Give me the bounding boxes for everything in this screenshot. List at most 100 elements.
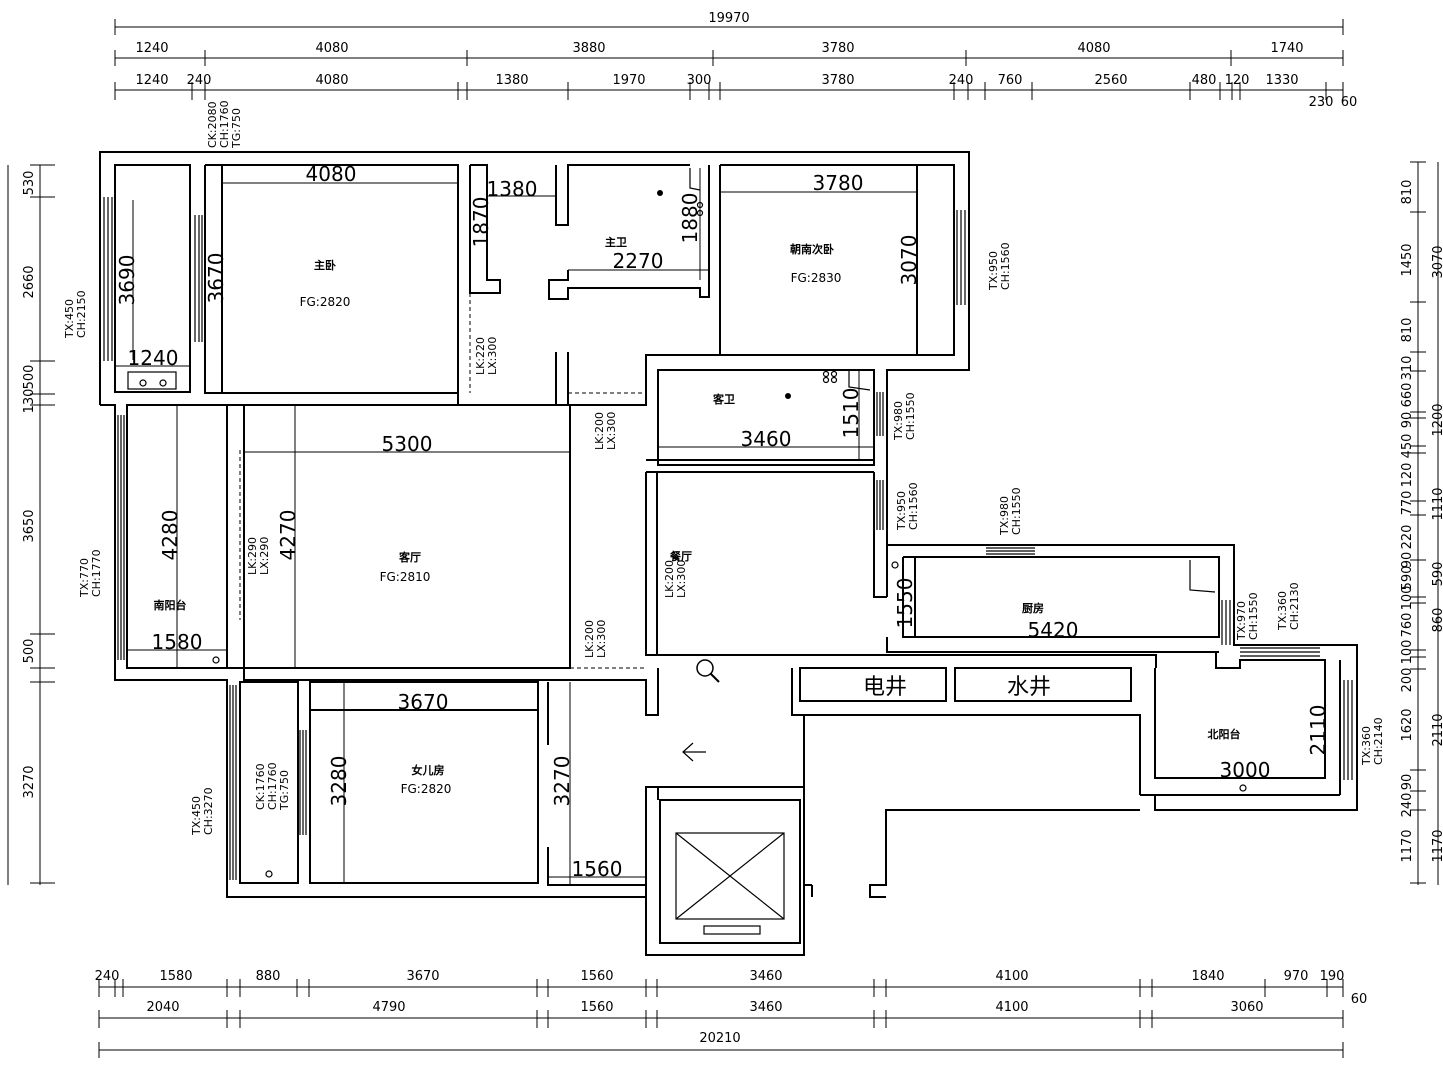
dim-bottom-r1: 1580 [159, 969, 192, 984]
room-kitchen: 厨房 [1022, 601, 1044, 615]
dim-top-r2: 120 [1225, 73, 1250, 88]
note-tx: TX:950 [987, 251, 1000, 291]
dim-top-r2: 480 [1192, 73, 1217, 88]
dim-bottom-r1: 880 [256, 969, 281, 984]
dim-top-r1: 4080 [315, 41, 348, 56]
dim-bottom-r1: 1840 [1191, 969, 1224, 984]
note-tx: TX:970 [1235, 601, 1248, 641]
dim-right: 660 [1400, 383, 1415, 408]
note-lx: LX:300 [595, 620, 608, 658]
walls [99, 151, 1358, 956]
note-lk: LK:200 [583, 620, 596, 658]
dim-right: 760 [1400, 613, 1415, 638]
dim-master-w: 4080 [306, 162, 357, 186]
fg-master-bedroom: FG:2820 [300, 295, 351, 309]
dim-bottom-total: 20210 [699, 1031, 740, 1046]
dim-right-outer: 1110 [1431, 487, 1443, 520]
dim-bath-w2: 2270 [613, 249, 664, 273]
interior-dimensions: 4080 3670 3690 1240 1380 1870 2270 1880 … [115, 162, 1330, 885]
dim-bath-w1: 1380 [487, 177, 538, 201]
dim-left: 130 [22, 389, 37, 414]
dim-left: 500 [22, 365, 37, 390]
dim-top-r1: 3880 [572, 41, 605, 56]
dim-top-r2: 4080 [315, 73, 348, 88]
dim-bay-w: 1240 [128, 346, 179, 370]
dim-bottom-r2: 4790 [372, 1000, 405, 1015]
dim-right: 810 [1400, 318, 1415, 343]
room-daughter: 女儿房 [412, 763, 445, 777]
room-north-balcony: 北阳台 [1208, 727, 1241, 741]
dim-right-outer: 860 [1431, 608, 1443, 633]
top-dimensions: 19970 1240 4080 3880 3780 4080 1740 [114, 11, 1357, 149]
note-lk: LK:200 [593, 412, 606, 450]
window-note: CH:1760 [218, 100, 231, 148]
dim-bottom-r1: 3670 [406, 969, 439, 984]
dim-master-h2: 3690 [115, 255, 139, 306]
dim-top-r2: 300 [687, 73, 712, 88]
note-tx: TX:950 [895, 491, 908, 531]
dim-bottom-r1: 190 [1320, 969, 1345, 984]
dim-bath-h1: 1870 [469, 197, 493, 248]
dim-daughter-h2: 3270 [550, 756, 574, 807]
dim-bottom-r2: 2040 [146, 1000, 179, 1015]
room-labels: 主卧 FG:2820 主卫 朝南次卧 FG:2830 客卫 客厅 FG:2810… [154, 235, 1241, 796]
dim-right-outer: 1200 [1431, 403, 1443, 436]
dim-top-r2: 1330 [1265, 73, 1298, 88]
note-ch: CH:1770 [90, 549, 103, 597]
note-lx: LX:300 [675, 560, 688, 598]
dim-top-r1: 1740 [1270, 41, 1303, 56]
windows [103, 197, 1353, 880]
search-icon[interactable] [696, 659, 720, 683]
dim-left: 500 [22, 639, 37, 664]
dim-top-r1: 4080 [1077, 41, 1110, 56]
note-ch: CH:1550 [1247, 592, 1260, 640]
note-tx: TX:770 [78, 558, 91, 598]
note-lx: LX:300 [486, 337, 499, 375]
dim-bottom-extra: 60 [1351, 992, 1368, 1007]
dim-left: 3650 [22, 509, 37, 542]
note-tx: TX:980 [892, 401, 905, 441]
dim-kitchen-w: 5420 [1028, 618, 1079, 642]
dim-guestbath-w: 3460 [741, 427, 792, 451]
dim-top-r2: 240 [949, 73, 974, 88]
room-living-room: 客厅 [398, 550, 421, 564]
note-tx: TX:360 [1360, 726, 1373, 766]
dim-bottom-r2: 1560 [580, 1000, 613, 1015]
dim-northbal-w: 3000 [1220, 758, 1271, 782]
dim-master-h1: 3670 [204, 253, 228, 304]
fg-living-room: FG:2810 [380, 570, 431, 584]
dim-top-r2: 240 [187, 73, 212, 88]
note-tx: TX:360 [1276, 591, 1289, 631]
note-ch: CH:1560 [907, 482, 920, 530]
note-ch: CH:2150 [75, 290, 88, 338]
note-ch: CH:1550 [904, 392, 917, 440]
note-tg: TG:750 [278, 770, 291, 811]
dim-right: 90 [1400, 552, 1415, 569]
window-note: TG:750 [230, 108, 243, 149]
note-ch: CH:3270 [202, 787, 215, 835]
room-master-bedroom: 主卧 [314, 258, 336, 272]
opening-notes: TX:450 CH:2150 LK:220 LX:300 LK:200 LX:3… [63, 242, 1385, 836]
note-lx: LX:290 [258, 537, 271, 575]
note-ch: CH:2140 [1372, 717, 1385, 765]
dim-daughter-w: 3670 [398, 690, 449, 714]
dim-top-r2: 2560 [1094, 73, 1127, 88]
water-well-label: 水井 [1007, 675, 1051, 700]
right-dimensions: 810 1450 810 310 660 90 450 120 770 220 … [1400, 161, 1443, 885]
dim-bottom-r1: 240 [95, 969, 120, 984]
dim-right: 100 [1400, 586, 1415, 611]
note-ch: CH:1560 [999, 242, 1012, 290]
dim-top-r1: 3780 [821, 41, 854, 56]
dim-guestbath-h: 1510 [839, 388, 863, 439]
dim-left: 3270 [22, 765, 37, 798]
window-note: CK:2080 [206, 101, 219, 148]
note-lk: LK:200 [663, 560, 676, 598]
dim-top-r2: 760 [998, 73, 1023, 88]
room-master-bath: 主卫 [605, 235, 627, 249]
entry-arrow-icon [682, 742, 706, 762]
dim-right: 810 [1400, 180, 1415, 205]
note-lk: LK:220 [474, 337, 487, 375]
dim-southbal-w: 1580 [152, 630, 203, 654]
dim-daughter-h1: 3280 [327, 756, 351, 807]
